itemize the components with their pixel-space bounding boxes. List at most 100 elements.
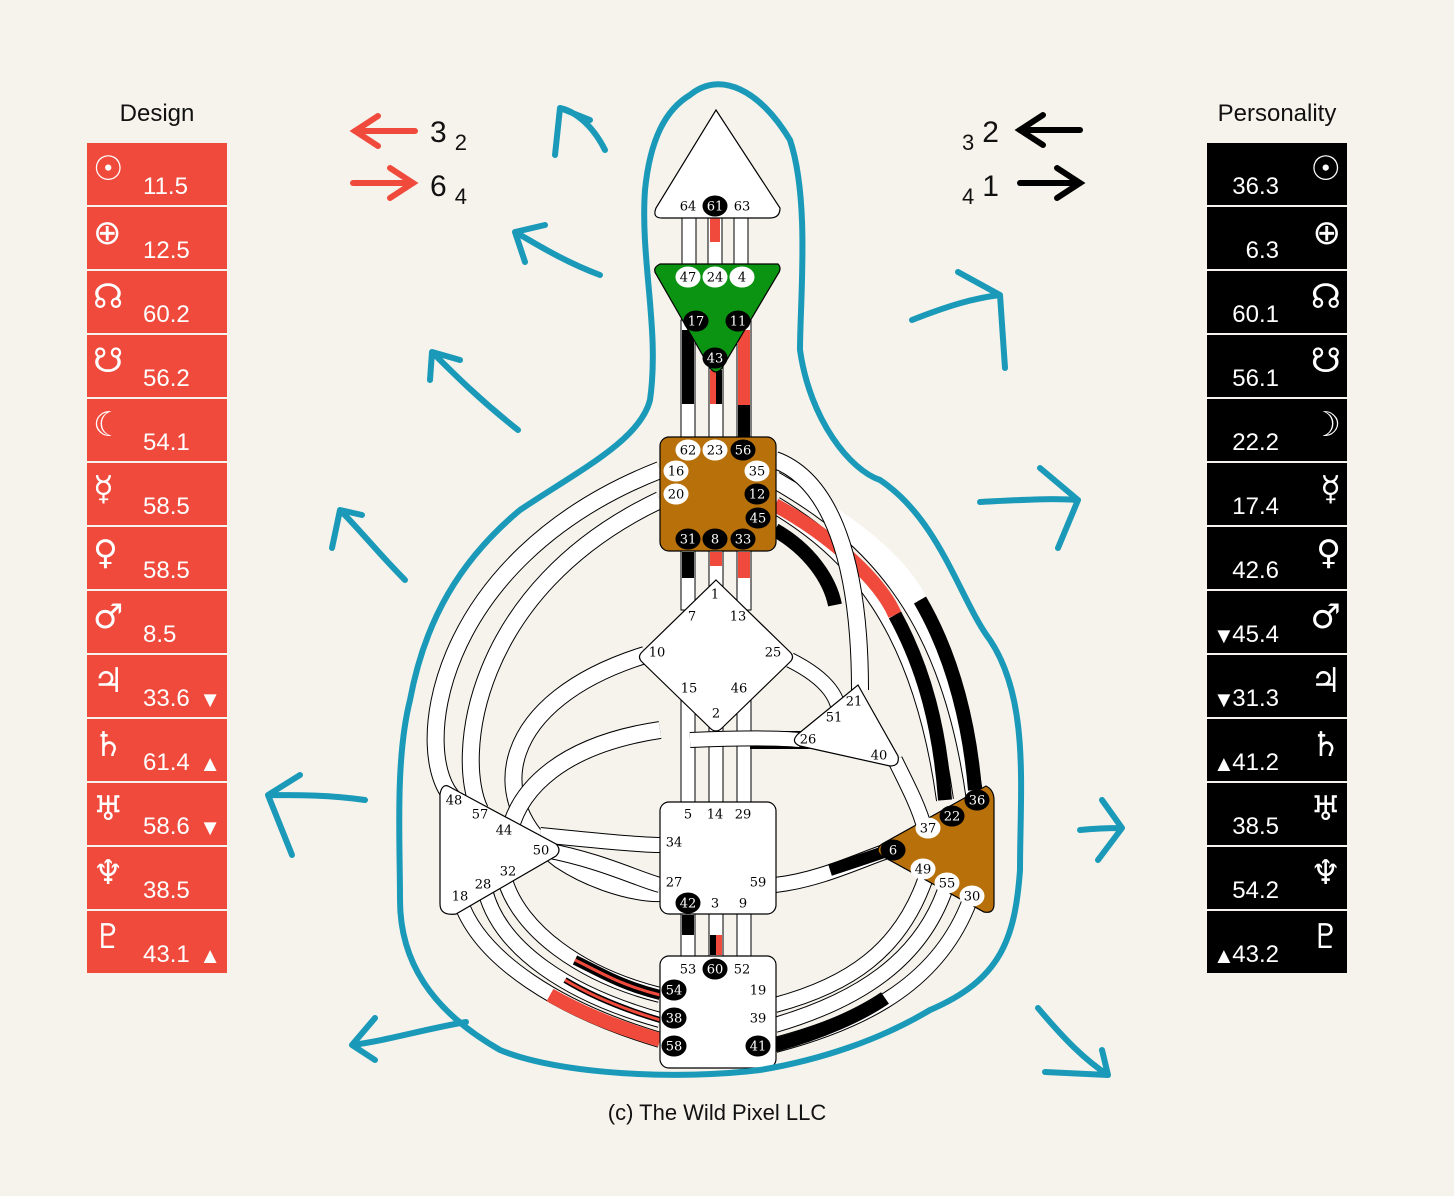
- gate-number: 10: [649, 646, 666, 661]
- mars-icon: ♂: [93, 597, 124, 637]
- solar-plexus-center: [877, 785, 995, 913]
- gate-number: 1: [711, 588, 719, 603]
- gate-sacral: 9: [739, 897, 747, 912]
- gate-number: 64: [680, 200, 697, 215]
- venus-icon: ♀: [1316, 533, 1341, 573]
- personality-value: 54.2: [1232, 877, 1279, 904]
- exalted-triangle-icon: ▲: [199, 943, 221, 968]
- sacral-center: [659, 801, 777, 915]
- gate-throat: 23: [702, 439, 728, 461]
- gate-number: 52: [734, 963, 751, 978]
- gate-head: 63: [729, 195, 755, 217]
- jupiter-icon: ♃: [93, 661, 124, 701]
- gate-head: 64: [675, 195, 701, 217]
- gate-number: 22: [944, 810, 961, 825]
- gate-number: 59: [750, 876, 767, 891]
- gate-g-center: 25: [765, 646, 782, 661]
- gate-sacral: 59: [750, 876, 767, 891]
- design-right-arrow-icon: [350, 165, 419, 201]
- south-node-icon: ☋: [1310, 341, 1341, 381]
- gate-solar-plexus: 55: [934, 872, 960, 894]
- design-row-earth: ⊕12.5: [87, 207, 227, 269]
- gate-throat: 56: [730, 439, 756, 461]
- saturn-icon: ♄: [1310, 725, 1341, 765]
- personality-title: Personality: [1217, 100, 1337, 127]
- gate-number: 60: [707, 963, 724, 978]
- gate-throat: 20: [663, 483, 689, 505]
- gate-root: 54: [661, 979, 687, 1001]
- annotation-arrow-icon: [1035, 1005, 1111, 1078]
- personality-value: 17.4: [1232, 493, 1279, 520]
- annotation-arrow-icon: [512, 222, 603, 278]
- design-value: 33.6: [143, 685, 190, 712]
- gate-number: 61: [707, 200, 724, 215]
- mercury-icon: ☿: [1320, 469, 1341, 509]
- gate-number: 19: [750, 984, 767, 999]
- gate-heart: 26: [800, 733, 817, 748]
- gate-root: 39: [750, 1012, 767, 1027]
- personality-row-moon: ☽22.2: [1207, 399, 1347, 461]
- gate-throat: 35: [744, 460, 770, 482]
- gate-number: 27: [666, 876, 683, 891]
- gate-head: 61: [702, 195, 728, 217]
- gate-number: 3: [711, 897, 719, 912]
- head-center: [654, 108, 781, 219]
- personality-row-sun: ☉36.3: [1207, 143, 1347, 205]
- gate-throat: 45: [745, 507, 771, 529]
- gate-sacral: 5: [684, 808, 692, 823]
- gate-g-center: 7: [688, 610, 696, 625]
- gate-number: 31: [680, 533, 697, 548]
- gate-ajna: 24: [702, 266, 728, 288]
- gate-sacral: 29: [735, 808, 752, 823]
- mars-icon: ♂: [1310, 597, 1341, 637]
- personality-row-mars: ♂45.4▼: [1207, 591, 1347, 653]
- annotation-arrow-icon: [349, 1015, 469, 1063]
- annotation-arrow-icon: [427, 349, 521, 433]
- design-value: 58.5: [143, 557, 190, 584]
- heart-center: [793, 684, 899, 767]
- gate-ajna: 11: [725, 310, 751, 332]
- design-row-neptune: ♆38.5: [87, 847, 227, 909]
- gate-root: 19: [750, 984, 767, 999]
- gate-number: 24: [707, 271, 724, 286]
- gate-throat: 16: [663, 460, 689, 482]
- gate-throat: 62: [675, 439, 701, 461]
- gate-spleen: 28: [475, 878, 492, 893]
- design-row-mercury: ☿58.5: [87, 463, 227, 525]
- gate-solar-plexus: 36: [964, 789, 990, 811]
- gate-spleen: 32: [500, 865, 517, 880]
- outline-loop: [396, 81, 1025, 1078]
- gate-number: 41: [750, 1040, 767, 1055]
- gate-sacral: 3: [711, 897, 719, 912]
- design-value: 12.5: [143, 237, 190, 264]
- gate-number: 50: [533, 844, 550, 859]
- design-row-north-node: ☊60.2: [87, 271, 227, 333]
- gate-number: 14: [707, 808, 724, 823]
- gate-solar-plexus: 22: [939, 805, 965, 827]
- personality-value: 22.2: [1232, 429, 1279, 456]
- saturn-icon: ♄: [93, 725, 124, 765]
- gate-root: 38: [661, 1007, 687, 1029]
- design-value: 43.1: [143, 941, 190, 968]
- design-left-arrow-icon: [349, 113, 418, 149]
- copyright-text: (c) The Wild Pixel LLC: [607, 1100, 827, 1125]
- gate-number: 62: [680, 444, 697, 459]
- venus-icon: ♀: [93, 533, 118, 573]
- south-node-icon: ☋: [93, 341, 124, 381]
- gate-number: 32: [500, 865, 517, 880]
- gate-number: 44: [496, 824, 513, 839]
- jupiter-icon: ♃: [1310, 661, 1341, 701]
- gate-number: 25: [765, 646, 782, 661]
- uranus-icon: ♅: [1310, 789, 1341, 829]
- personality-row-earth: ⊕6.3: [1207, 207, 1347, 269]
- personality-row-neptune: ♆54.2: [1207, 847, 1347, 909]
- gate-number: 21: [846, 695, 863, 710]
- gate-number: 7: [688, 610, 696, 625]
- gate-number: 55: [939, 877, 956, 892]
- personality-value: 60.1: [1232, 301, 1279, 328]
- design-row-venus: ♀ 58.5: [87, 527, 227, 589]
- uranus-icon: ♅: [93, 789, 124, 829]
- detriment-triangle-icon: ▼: [1213, 623, 1235, 648]
- design-row-uranus: ♅58.6▼: [87, 783, 227, 845]
